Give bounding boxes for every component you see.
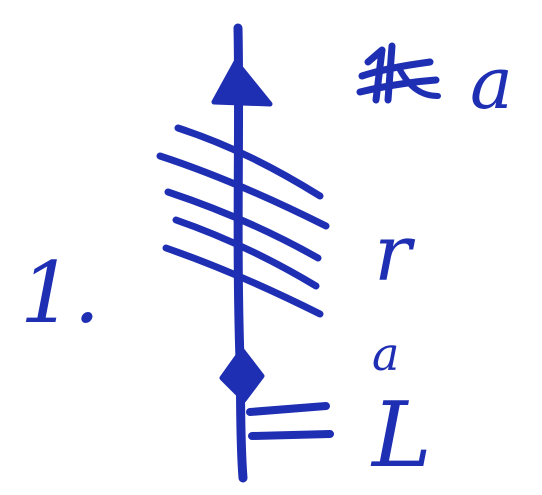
bottom-label: L xyxy=(370,383,432,488)
arrowhead-up-icon xyxy=(211,59,273,107)
hatch-line xyxy=(174,124,324,200)
diamond-icon xyxy=(219,347,265,403)
bottom-superscript-label: a xyxy=(372,327,399,381)
hatch-lines xyxy=(156,124,330,318)
hatch-line xyxy=(156,152,330,230)
scribble-strikeout-icon xyxy=(356,42,441,104)
number-label: 1. xyxy=(20,244,100,342)
double-tick-icon xyxy=(246,402,334,440)
middle-label: r xyxy=(374,209,416,299)
top-label: a xyxy=(470,41,513,125)
hatch-line xyxy=(164,188,322,262)
hatch-line xyxy=(162,244,324,318)
hatch-line xyxy=(172,216,320,290)
